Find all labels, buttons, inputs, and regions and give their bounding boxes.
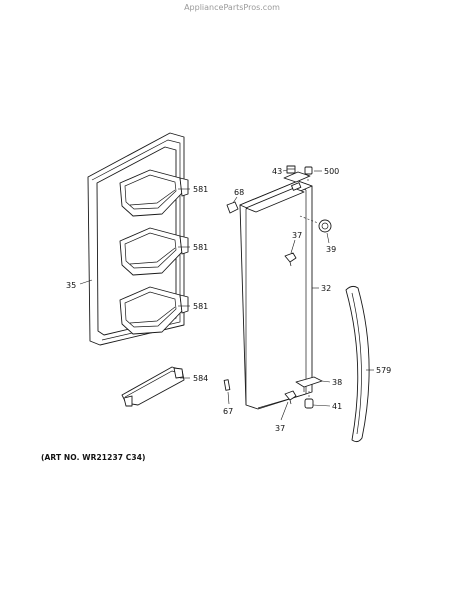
- stop-block-68: [226, 201, 239, 214]
- door-bin-middle: [119, 227, 189, 276]
- door-bin-upper: [119, 169, 189, 217]
- callout-38: 38: [332, 378, 342, 387]
- bushing-500: [304, 166, 313, 182]
- callout-43: 43: [272, 167, 282, 176]
- callout-68: 68: [234, 188, 244, 197]
- screw-37-upper: [284, 252, 297, 267]
- callout-581-upper: 581: [193, 185, 208, 194]
- leader-lines: [79, 169, 374, 421]
- hinge-pin-43: [286, 165, 296, 174]
- hinge-cam-39: [299, 215, 332, 233]
- callout-41: 41: [332, 402, 342, 411]
- pin-67: [223, 379, 231, 391]
- callout-37-lower: 37: [275, 424, 285, 433]
- screw-37-lower: [284, 390, 297, 405]
- callout-37-upper: 37: [292, 231, 302, 240]
- door-bin-lower: [119, 286, 189, 335]
- callout-584: 584: [193, 374, 208, 383]
- callout-500: 500: [324, 167, 339, 176]
- bottom-door-bin: [121, 366, 185, 407]
- door-panel: [239, 171, 313, 410]
- door-handle: [345, 285, 370, 443]
- callout-581-middle: 581: [193, 243, 208, 252]
- callout-67: 67: [223, 407, 233, 416]
- art-number: (ART NO. WR21237 C34): [41, 453, 146, 462]
- callout-581-lower: 581: [193, 302, 208, 311]
- callout-35: 35: [66, 281, 76, 290]
- watermark-text: AppliancePartsPros.com: [184, 3, 280, 12]
- callout-579: 579: [376, 366, 391, 375]
- bushing-41: [304, 391, 314, 409]
- callout-39: 39: [326, 245, 336, 254]
- callout-32: 32: [321, 284, 331, 293]
